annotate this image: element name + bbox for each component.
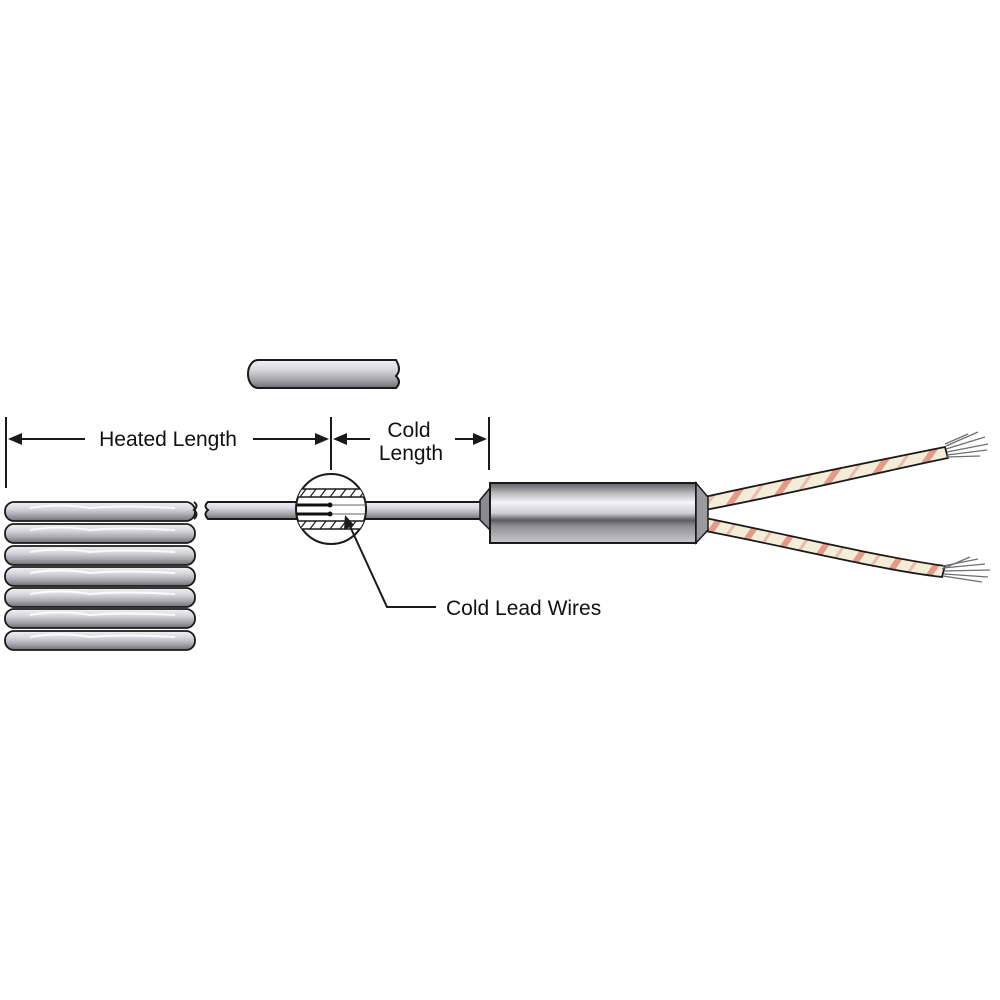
termination-sleeve-icon [479, 480, 709, 545]
heated-length-label: Heated Length [99, 428, 237, 451]
coil-loop [4, 630, 196, 651]
cold-lead-wires-label: Cold Lead Wires [446, 597, 601, 620]
heated-length-dimension [5, 417, 332, 488]
coil-loop [4, 545, 196, 566]
cold-length-label-line2: Length [379, 442, 443, 465]
cold-length-label-line1: Cold [387, 419, 430, 442]
heater-coil-icon [4, 501, 196, 651]
loose-tube-segment [247, 359, 400, 389]
coil-highlight [29, 569, 176, 575]
coil-highlight [29, 633, 176, 639]
coil-highlight [29, 504, 176, 510]
coil-loop [4, 501, 196, 522]
lead-wire-icon [698, 431, 991, 583]
cold-lead-wires-leader [344, 515, 436, 608]
coil-loop [4, 587, 196, 608]
coil-loop [4, 523, 196, 544]
coil-highlight [29, 611, 176, 617]
coil-highlight [29, 548, 176, 554]
cutaway-magnifier-icon [295, 473, 367, 545]
coil-loop [4, 566, 196, 587]
coil-highlight [29, 590, 176, 596]
cold-length-dimension [333, 417, 490, 470]
coil-loop [4, 608, 196, 629]
coil-highlight [29, 526, 176, 532]
